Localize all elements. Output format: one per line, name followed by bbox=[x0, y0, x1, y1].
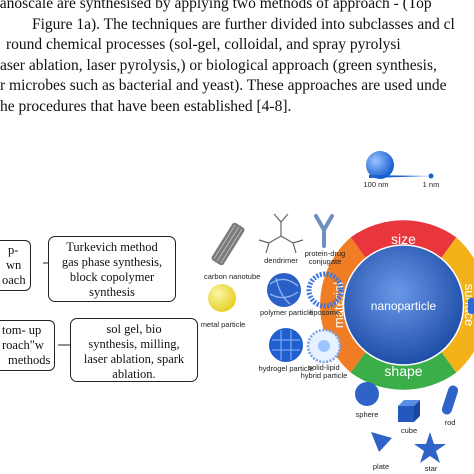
paragraph-line: aser ablation, laser pyrolysis,) or biol… bbox=[0, 56, 437, 74]
label-dendrimer: dendrimer bbox=[264, 256, 298, 265]
label-carbon-nanotube: carbon nanotube bbox=[204, 272, 261, 281]
bottom-up-method-line: synthesis, milling, bbox=[88, 337, 180, 351]
sphere-icon bbox=[355, 382, 379, 406]
top-down-label: p- wn oach bbox=[0, 240, 31, 291]
label-liposome: liposome bbox=[309, 308, 340, 317]
label-metal-particle: metal particle bbox=[200, 320, 246, 329]
bottom-up-methods-box: sol gel, bio synthesis, milling, laser a… bbox=[70, 318, 198, 382]
dendrimer-icon bbox=[258, 213, 304, 254]
label-polymer-particle: polymer particle bbox=[260, 308, 313, 317]
paragraph-line: r microbes such as bacterial and yeast).… bbox=[0, 77, 447, 95]
label-sphere: sphere bbox=[355, 410, 379, 419]
solid-lipid-hybrid-particle-icon bbox=[306, 328, 342, 364]
label-hydrogel-particle: hydrogel particle bbox=[258, 364, 314, 373]
nanoparticle-core bbox=[342, 244, 465, 366]
paragraph-line: round chemical processes (sol-gel, collo… bbox=[6, 36, 401, 54]
protein-drug-conjugate-icon bbox=[314, 214, 334, 248]
top-down-label-line: oach bbox=[2, 273, 26, 287]
bottom-up-label-line: roach"w bbox=[2, 338, 44, 352]
hydrogel-particle-icon bbox=[269, 328, 303, 362]
label-plate: plate bbox=[372, 462, 390, 471]
scale-large-label: 100 nm bbox=[363, 180, 389, 189]
top-down-method-line: block copolymer bbox=[69, 270, 155, 284]
scale-large-sphere-icon bbox=[366, 151, 394, 179]
paragraph-line: Figure 1a). The techniques are further d… bbox=[32, 15, 455, 33]
paragraph-line: nanoscale are synthesised by applying tw… bbox=[0, 0, 432, 12]
label-cube: cube bbox=[400, 426, 418, 435]
star-icon bbox=[414, 432, 446, 463]
bottom-up-label-line: tom- up bbox=[2, 323, 42, 337]
label-solid-lipid-hybrid-particle: solid-lipid hybrid particle bbox=[300, 363, 348, 380]
center-label: nanoparticle bbox=[371, 299, 437, 313]
top-down-methods-box: Turkevich method gas phase synthesis, bl… bbox=[48, 236, 176, 302]
polymer-particle-icon bbox=[267, 273, 301, 307]
bottom-up-label-line: methods bbox=[8, 353, 51, 367]
surface-particle-icon bbox=[468, 298, 474, 314]
scale-small-sphere-icon bbox=[428, 173, 434, 179]
top-down-label-line: p- bbox=[8, 243, 19, 257]
bottom-up-method-line: ablation. bbox=[112, 367, 156, 381]
bottom-up-method-line: laser ablation, spark bbox=[83, 352, 185, 366]
body-paragraph: nanoscale are synthesised by applying tw… bbox=[0, 0, 474, 118]
scale-wedge-icon bbox=[369, 175, 430, 178]
scale-small-label: 1 nm bbox=[422, 180, 440, 189]
top-down-method-line: gas phase synthesis, bbox=[61, 255, 163, 269]
label-rod: rod bbox=[444, 418, 456, 427]
liposome-icon bbox=[306, 271, 344, 309]
top-down-method-line: Turkevich method bbox=[66, 240, 158, 254]
label-protein-drug-conjugate: protein-drug conjugate bbox=[304, 249, 346, 266]
plate-icon bbox=[371, 432, 392, 452]
label-star: star bbox=[424, 464, 438, 473]
carbon-nanotube-icon bbox=[211, 222, 245, 266]
ring-label-size: size bbox=[391, 231, 416, 247]
bottom-up-label: tom- up roach"w methods bbox=[0, 320, 56, 371]
metal-particle-icon bbox=[208, 284, 236, 312]
top-down-method-line: synthesis bbox=[89, 285, 135, 299]
ring-label-material: material bbox=[331, 282, 346, 328]
top-down-label-line: wn bbox=[6, 258, 22, 272]
rod-icon bbox=[441, 385, 459, 415]
cube-icon bbox=[398, 400, 420, 422]
paragraph-line: he procedures that have been established… bbox=[0, 97, 292, 115]
bottom-up-method-line: sol gel, bio bbox=[106, 322, 162, 336]
ring-label-shape: shape bbox=[384, 363, 422, 379]
